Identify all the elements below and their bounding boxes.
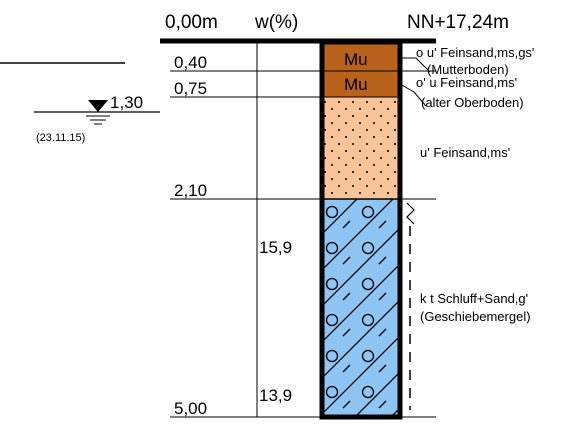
leader-line-2 [399, 83, 427, 107]
water-table-depth: 1,30 [110, 93, 143, 112]
layer-mutterboden [322, 42, 400, 71]
layer-feinsand-dot-pattern [322, 97, 400, 199]
water-content-value-1: 15,9 [259, 238, 292, 257]
layer2-desc-line2: (alter Oberboden) [421, 95, 524, 110]
borehole-column-outline [319, 39, 403, 420]
depth-label-040: 0,40 [174, 53, 207, 72]
layer-code-2: Mu [344, 75, 368, 94]
depth-label-075: 0,75 [174, 79, 207, 98]
layer-geschiebemergel-pattern [322, 199, 400, 417]
header-water-content-label: w(%) [254, 12, 298, 33]
layer4-desc-line2: (Geschiebemergel) [420, 309, 531, 324]
layer1-desc-line2: (Mutterboden) [427, 62, 509, 77]
depth-label-210: 2,10 [174, 181, 207, 200]
header-depth-origin: 0,00m [165, 12, 218, 33]
water-content-value-2: 13,9 [259, 386, 292, 405]
layer-alter-oberboden [322, 71, 400, 97]
depth-label-500: 5,00 [174, 399, 207, 418]
layer1-desc-line1: o u' Feinsand,ms,gs' [416, 45, 534, 60]
water-table-date: (23.11.15) [36, 132, 85, 144]
layer-code-1: Mu [344, 50, 368, 69]
header-elevation: NN+17,24m [407, 12, 509, 33]
layer2-desc-line1: o' u Feinsand,ms' [416, 75, 517, 90]
zigzag-consistency-mark [406, 202, 415, 225]
layer4-desc-line1: k t Schluff+Sand,g' [420, 291, 528, 306]
leader-line-1 [400, 57, 431, 73]
layer3-desc-line1: u' Feinsand,ms' [420, 145, 510, 160]
